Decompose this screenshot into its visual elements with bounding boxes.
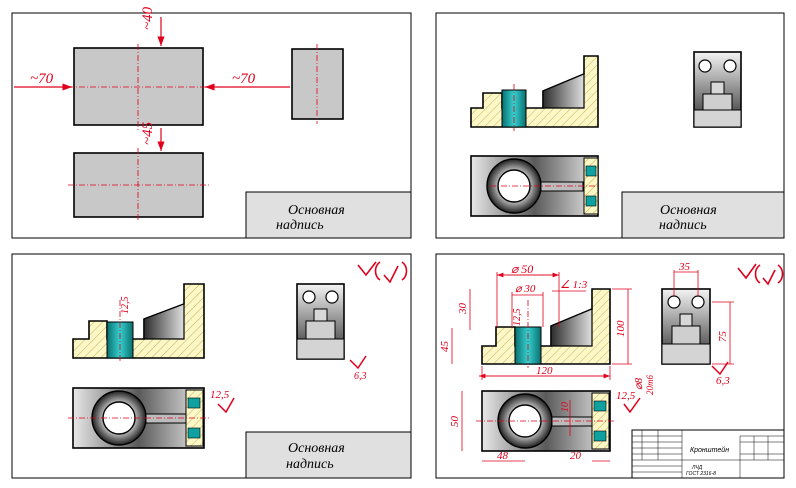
panel-step-3: 12,5 12,5 6,3 Основная надпись	[11, 253, 412, 479]
ramp-surface	[542, 73, 585, 109]
dim-d8: ⌀8	[633, 377, 645, 390]
title-block-line-1: Основная	[660, 203, 717, 218]
dim-h100: 100	[615, 320, 627, 337]
title-block-line-1: Основная	[288, 203, 345, 218]
title-block-line-2: надпись	[276, 218, 324, 233]
ramp-surface	[143, 303, 185, 340]
roughness-mark-side	[217, 397, 235, 414]
side-hole-right	[691, 295, 705, 309]
title-block-line-2: надпись	[659, 218, 707, 233]
dim-slope: ∠ 1:3	[560, 279, 588, 291]
roughness-mark-side	[623, 397, 641, 414]
side-hole-left	[302, 290, 316, 304]
gap-label-left: ~70	[30, 71, 54, 87]
title-block	[245, 431, 412, 479]
gap-arrows	[14, 17, 290, 151]
dim-h30: 30	[457, 303, 469, 316]
dimension-lines-top	[461, 391, 610, 462]
panel-step-1: ~40 ~70 ~70 ~45 Основная надпись	[11, 6, 412, 239]
roughness-mark-view	[711, 361, 729, 376]
side-hole-right	[723, 59, 737, 73]
doc-code-1: ЛЧД	[691, 465, 703, 471]
title-block: Кронштейн ЛЧД ГОСТ 2316-8	[631, 429, 785, 479]
dim-w20: 20	[570, 450, 582, 462]
slot	[145, 413, 187, 424]
side-hole-left	[667, 295, 681, 309]
title-block	[245, 191, 412, 239]
gap-label-mid: ~45	[140, 121, 156, 145]
roughness-general-icon	[737, 263, 784, 286]
roughness-side-label: 12,5	[616, 390, 636, 402]
doc-code-2: ГОСТ 2316-8	[686, 471, 716, 477]
title-block-line-2: надпись	[286, 457, 334, 472]
roughness-general-icon	[357, 261, 408, 284]
slot	[540, 181, 584, 192]
ramp-surface	[550, 308, 593, 347]
roughness-view-label: 6,3	[716, 375, 730, 387]
gap-label-right: ~70	[232, 71, 256, 87]
dim-h10: 10	[560, 402, 571, 412]
dim-fit: 20т6	[645, 375, 655, 395]
roughness-view-label: 6,3	[354, 371, 367, 382]
part-name: Кронштейн	[690, 446, 729, 454]
slot	[551, 416, 593, 427]
hole-dim-label: 12,5	[120, 297, 131, 315]
gap-label-top: ~40	[140, 6, 156, 30]
roughness-mark-view	[349, 355, 367, 370]
side-view-blank	[291, 48, 344, 120]
dim-h75: 75	[717, 331, 729, 343]
dimension-lines-side	[673, 270, 734, 365]
panel-step-2: Основная надпись	[435, 12, 785, 239]
axis-lines	[68, 44, 318, 222]
dimension-lines-front	[451, 272, 632, 380]
front-view-blank	[73, 47, 204, 126]
title-block-line-1: Основная	[288, 441, 345, 456]
side-hole-right	[325, 290, 339, 304]
dim-w48: 48	[497, 450, 509, 462]
dim-w120: 120	[536, 365, 553, 377]
dim-h50: 50	[449, 416, 461, 428]
roughness-side-label: 12,5	[210, 389, 230, 401]
dim-h45: 45	[439, 341, 451, 353]
panel-step-4: ⌀ 50 ⌀ 30 ∠ 1:3 12,5 30 45 100 120 50 10…	[435, 253, 785, 479]
side-hole-left	[698, 59, 712, 73]
title-block	[621, 191, 785, 239]
bore-hole	[102, 401, 136, 435]
dim-d50: ⌀ 50	[511, 262, 533, 276]
dim-12-5: 12,5	[512, 309, 523, 327]
dim-d30: ⌀ 30	[515, 283, 536, 295]
dim-w35: 35	[678, 261, 691, 273]
